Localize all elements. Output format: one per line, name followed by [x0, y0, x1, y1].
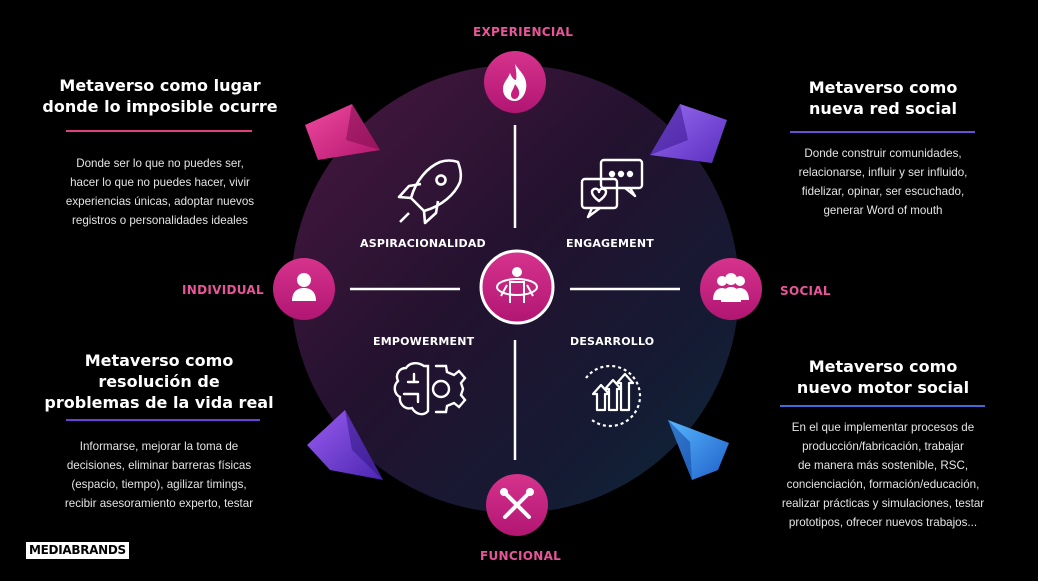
- block-body: Informarse, mejorar la toma de decisione…: [28, 437, 290, 513]
- title-line: Metaverso como: [84, 351, 234, 370]
- growth-arrows-icon: [585, 364, 642, 428]
- node-right: [700, 258, 762, 320]
- body-line: Donde construir comunidades,: [804, 147, 962, 160]
- title-line: nueva red social: [809, 99, 957, 118]
- block-body: En el que implementar procesos de produc…: [752, 418, 1014, 532]
- person-icon: [292, 273, 316, 301]
- body-line: de manera más sostenible, RSC,: [797, 459, 969, 472]
- brain-gear-icon: [393, 362, 467, 416]
- axis-label-bottom: FUNCIONAL: [480, 549, 562, 563]
- gem-bottom-left: [307, 410, 383, 480]
- title-line: problemas de la vida real: [44, 393, 274, 412]
- body-line: En el que implementar procesos de: [791, 421, 975, 434]
- gem-bottom-right: [668, 420, 729, 480]
- block-top-right: Metaverso como nueva red social Donde co…: [752, 77, 1014, 220]
- block-body: Donde construir comunidades, relacionars…: [752, 144, 1014, 220]
- body-line: relacionarse, influir y ser influido,: [798, 166, 968, 179]
- quadrant-label-engagement: ENGAGEMENT: [566, 237, 654, 250]
- title-line: donde lo imposible ocurre: [42, 97, 278, 116]
- block-bottom-left: Metaverso como resolución de problemas d…: [28, 350, 290, 513]
- title-line: nuevo motor social: [796, 378, 970, 397]
- axis-label-top: EXPERIENCIAL: [473, 25, 574, 39]
- body-line: prototipos, ofrecer nuevos trabajos...: [788, 516, 978, 529]
- tools-icon: [500, 488, 534, 519]
- body-line: concienciación, formación/educación,: [786, 478, 980, 491]
- title-line: Metaverso como lugar: [59, 76, 261, 95]
- node-top: [484, 51, 546, 113]
- quadrant-label-empowerment: EMPOWERMENT: [373, 335, 475, 348]
- rocket-icon: [397, 159, 463, 225]
- node-bottom: [486, 474, 548, 536]
- body-line: generar Word of mouth: [823, 204, 943, 217]
- body-line: fidelizar, opinar, ser escuchado,: [801, 185, 965, 198]
- node-center: [479, 249, 555, 325]
- flame-icon: [503, 64, 527, 101]
- axis-label-left: INDIVIDUAL: [182, 283, 264, 297]
- node-left: [273, 258, 335, 320]
- title-line: Metaverso como: [808, 357, 958, 376]
- body-line: experiencias únicas, adoptar nuevos: [65, 195, 255, 208]
- block-title: Metaverso como lugar donde lo imposible …: [30, 75, 290, 117]
- quadrant-label-aspiracionalidad: ASPIRACIONALIDAD: [360, 237, 486, 250]
- block-title: Metaverso como nueva red social: [752, 77, 1014, 119]
- gem-top-right: [650, 104, 727, 163]
- block-bottom-right: Metaverso como nuevo motor social En el …: [752, 356, 1014, 532]
- quadrant-label-desarrollo: DESARROLLO: [570, 335, 655, 348]
- body-line: producción/fabricación, trabajar: [802, 440, 964, 453]
- body-line: hacer lo que no puedes hacer, vivir: [70, 176, 250, 189]
- group-icon: [713, 273, 749, 302]
- block-title: Metaverso como nuevo motor social: [752, 356, 1014, 398]
- gem-top-left: [305, 104, 380, 160]
- body-line: (espacio, tiempo), agilizar timings,: [71, 478, 247, 491]
- block-body: Donde ser lo que no puedes ser, hacer lo…: [30, 154, 290, 230]
- block-top-left: Metaverso como lugar donde lo imposible …: [30, 75, 290, 230]
- axis-label-right: SOCIAL: [780, 284, 831, 298]
- block-title: Metaverso como resolución de problemas d…: [28, 350, 290, 413]
- chat-bubbles-icon: [580, 158, 644, 219]
- axis-lines: [350, 125, 680, 460]
- body-line: registros o personalidades ideales: [72, 214, 248, 227]
- title-line: resolución de: [98, 372, 220, 391]
- title-line: Metaverso como: [808, 78, 958, 97]
- vr-avatar-icon: [496, 267, 538, 303]
- body-line: decisiones, eliminar barreras físicas: [66, 459, 252, 472]
- body-line: Informarse, mejorar la toma de: [79, 440, 239, 453]
- body-line: Donde ser lo que no puedes ser,: [76, 157, 244, 170]
- body-line: recibir asesoramiento experto, testar: [64, 497, 254, 510]
- brand-logo: MEDIABRANDS: [26, 542, 129, 559]
- body-line: realizar prácticas y simulaciones, testa…: [781, 497, 985, 510]
